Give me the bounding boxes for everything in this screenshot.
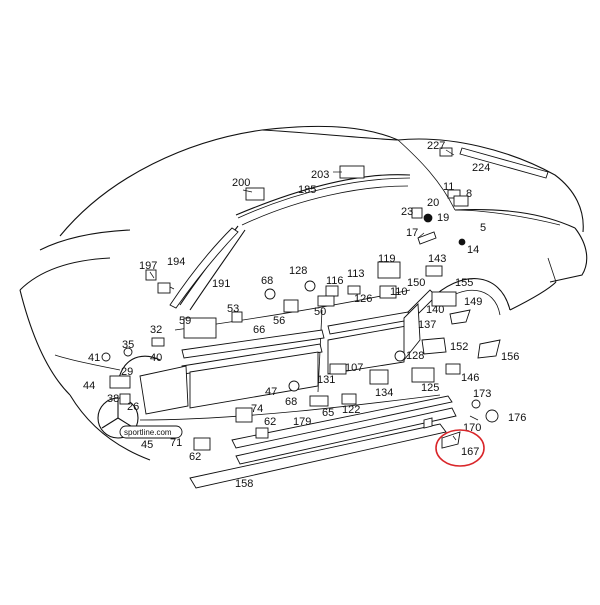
callout-26: 26 bbox=[127, 401, 139, 413]
callout-74: 74 bbox=[251, 403, 263, 415]
callout-17: 17 bbox=[406, 227, 418, 239]
callout-156: 156 bbox=[501, 351, 519, 363]
callout-41: 41 bbox=[88, 352, 100, 364]
callout-53: 53 bbox=[227, 303, 239, 315]
callout-40: 40 bbox=[150, 352, 162, 364]
callout-197: 197 bbox=[139, 260, 157, 272]
callout-32: 32 bbox=[150, 324, 162, 336]
callout-146: 146 bbox=[461, 372, 479, 384]
callout-179: 179 bbox=[293, 416, 311, 428]
callout-56: 56 bbox=[273, 315, 285, 327]
callout-152: 152 bbox=[450, 341, 468, 353]
callout-59: 59 bbox=[179, 315, 191, 327]
callout-47: 47 bbox=[265, 386, 277, 398]
callout-173: 173 bbox=[473, 388, 491, 400]
callout-137: 137 bbox=[418, 319, 436, 331]
callout-35: 35 bbox=[122, 339, 134, 351]
callout-29: 29 bbox=[121, 366, 133, 378]
callout-20: 20 bbox=[427, 197, 439, 209]
callout-128a: 128 bbox=[289, 265, 307, 277]
callout-19: 19 bbox=[437, 212, 449, 224]
callout-68a: 68 bbox=[261, 275, 273, 287]
callout-5: 5 bbox=[480, 222, 486, 234]
callout-126: 126 bbox=[354, 293, 372, 305]
callout-62b: 62 bbox=[189, 451, 201, 463]
callout-119: 119 bbox=[378, 253, 396, 265]
callout-149: 149 bbox=[464, 296, 482, 308]
callout-125: 125 bbox=[421, 382, 439, 394]
callout-155: 155 bbox=[455, 277, 473, 289]
callout-44: 44 bbox=[83, 380, 95, 392]
callout-62a: 62 bbox=[264, 416, 276, 428]
callout-158: 158 bbox=[235, 478, 253, 490]
sportline-badge-text: sportline.com bbox=[124, 428, 172, 437]
callout-227: 227 bbox=[427, 140, 445, 152]
callout-107: 107 bbox=[345, 362, 363, 374]
callout-45: 45 bbox=[141, 439, 153, 451]
callout-203: 203 bbox=[311, 169, 329, 181]
callout-113: 113 bbox=[347, 268, 365, 280]
callout-14: 14 bbox=[467, 244, 479, 256]
callout-167: 167 bbox=[461, 446, 479, 458]
callout-23: 23 bbox=[401, 206, 413, 218]
callout-11: 11 bbox=[443, 181, 454, 193]
callout-8: 8 bbox=[466, 188, 472, 200]
callout-176: 176 bbox=[508, 412, 526, 424]
car-body-outline bbox=[19, 125, 588, 461]
highlight-circle-167 bbox=[435, 429, 485, 467]
callout-116: 116 bbox=[326, 275, 344, 287]
callout-71: 71 bbox=[170, 437, 182, 449]
callout-50: 50 bbox=[314, 306, 326, 318]
callout-128b: 128 bbox=[406, 350, 424, 362]
trim-strips: sportline.com bbox=[119, 147, 549, 489]
callout-labels: 227 224 200 203 185 11 8 20 23 19 17 5 1… bbox=[83, 140, 526, 490]
callout-65: 65 bbox=[322, 407, 334, 419]
callout-68b: 68 bbox=[285, 396, 297, 408]
callout-200: 200 bbox=[232, 177, 250, 189]
callout-143: 143 bbox=[428, 253, 446, 265]
callout-66: 66 bbox=[253, 324, 265, 336]
callout-224: 224 bbox=[472, 162, 490, 174]
callout-185: 185 bbox=[298, 184, 316, 196]
callout-150: 150 bbox=[407, 277, 425, 289]
callout-191: 191 bbox=[212, 278, 230, 290]
callout-140: 140 bbox=[426, 304, 444, 316]
leader-lines bbox=[149, 149, 479, 441]
callout-122: 122 bbox=[342, 404, 360, 416]
sportline-badge bbox=[119, 425, 183, 439]
callout-131: 131 bbox=[317, 374, 335, 386]
callout-134: 134 bbox=[375, 387, 393, 399]
callout-194: 194 bbox=[167, 256, 185, 268]
callout-110: 110 bbox=[390, 286, 408, 298]
callout-38: 38 bbox=[107, 393, 119, 405]
clip-parts bbox=[101, 147, 501, 451]
